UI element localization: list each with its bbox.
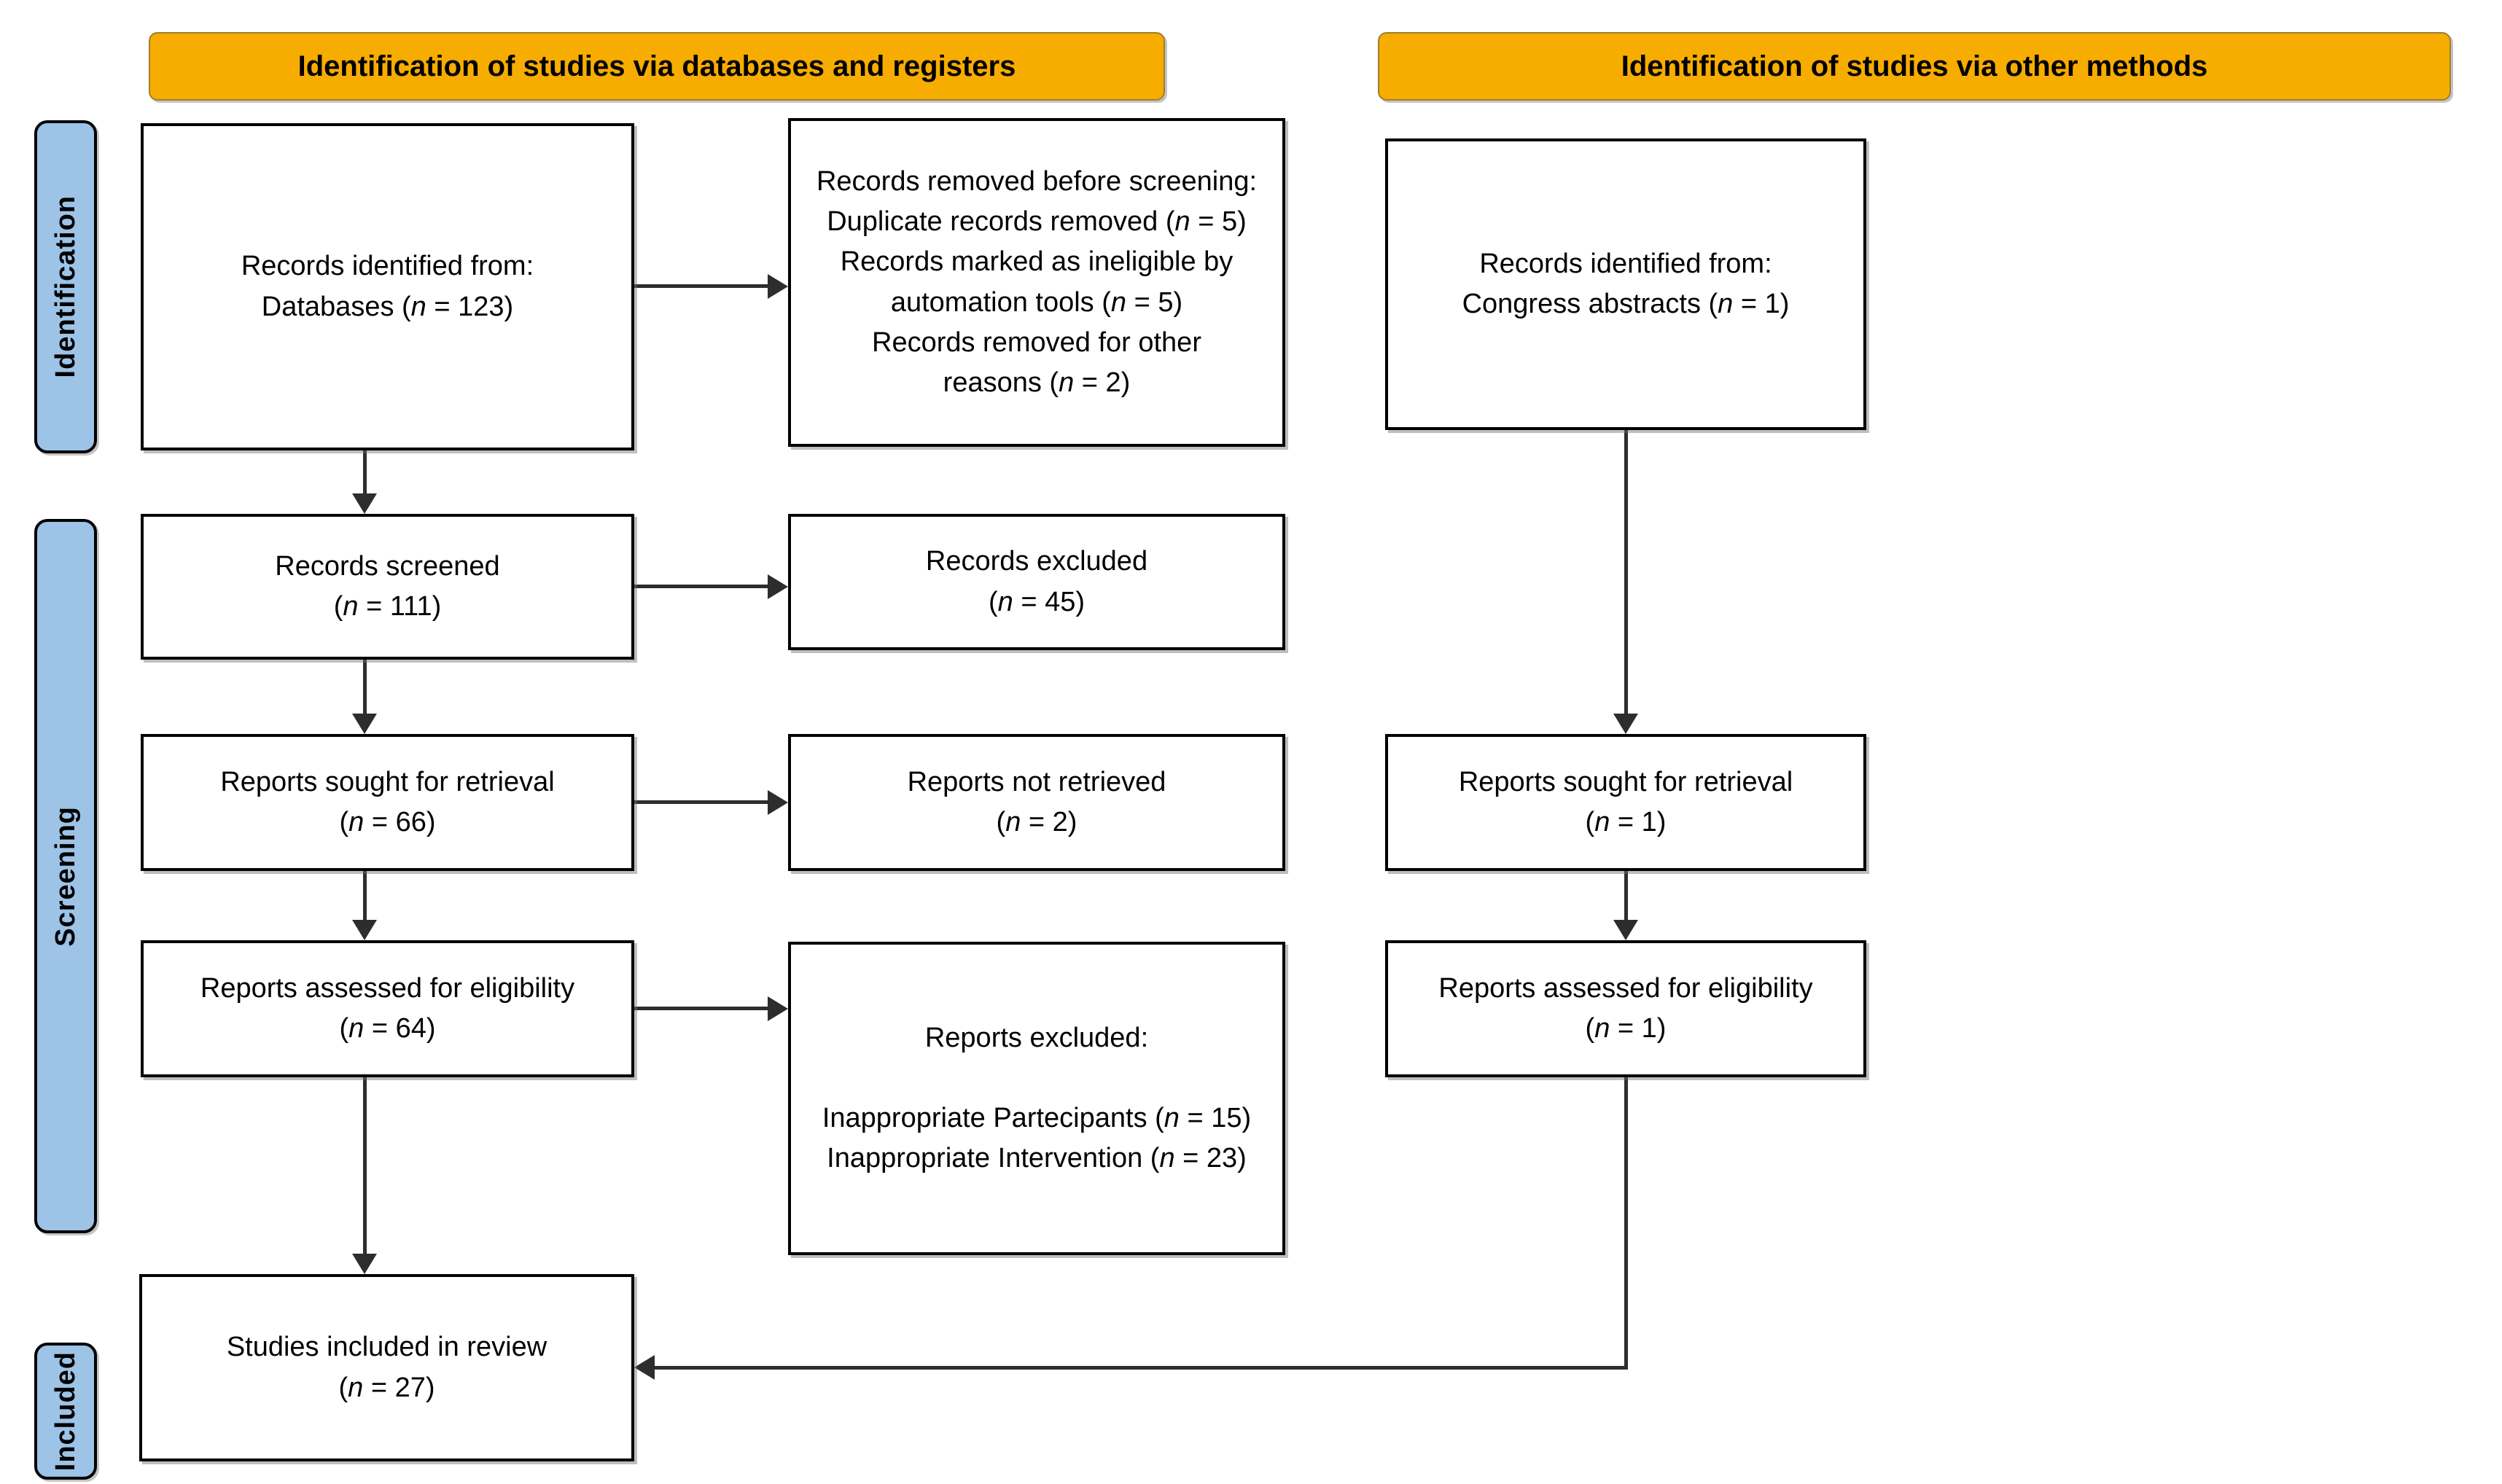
arrow-assessed-to-excluded-line — [634, 1007, 768, 1010]
box-records-excluded: Records excluded(n = 45) — [788, 514, 1285, 650]
arrow-assessed-to-excluded-head — [768, 996, 788, 1021]
box-reports-not-retrieved-text: Reports not retrieved(n = 2) — [907, 766, 1166, 837]
arrow-screened-to-sought-head — [352, 714, 377, 734]
arrow-other-assessed-to-included-hline — [655, 1366, 1628, 1370]
box-studies-included: Studies included in review(n = 27) — [139, 1274, 634, 1461]
box-records-identified-databases: Records identified from:Databases (n = 1… — [141, 123, 634, 450]
arrow-assessed-to-included-line — [363, 1077, 367, 1254]
box-reports-assessed-text: Reports assessed for eligibility(n = 64) — [200, 972, 575, 1044]
sidebar-phase-included-label: Included — [50, 1351, 81, 1472]
box-other-reports-sought-text: Reports sought for retrieval(n = 1) — [1458, 766, 1793, 837]
box-reports-sought-text: Reports sought for retrieval(n = 66) — [220, 766, 555, 837]
arrow-other-assessed-to-included-vline — [1624, 1077, 1628, 1370]
box-records-identified-databases-text: Records identified from:Databases (n = 1… — [241, 251, 534, 322]
arrow-sought-to-assessed-line — [363, 871, 367, 920]
arrow-identified-to-removed-line — [634, 284, 768, 288]
arrow-other-assessed-to-included-head — [634, 1355, 655, 1380]
arrow-sought-to-notretrieved-head — [768, 790, 788, 815]
box-records-screened-text: Records screened(n = 111) — [275, 550, 500, 622]
arrow-screened-to-sought-line — [363, 660, 367, 714]
arrow-identified-to-removed-head — [768, 274, 788, 299]
arrow-screened-to-excluded-line — [634, 585, 768, 588]
box-other-records-identified-text: Records identified from:Congress abstrac… — [1462, 248, 1790, 319]
sidebar-phase-identification: Identification — [34, 120, 97, 453]
arrow-other-identified-to-sought-line — [1624, 430, 1628, 714]
box-reports-sought: Reports sought for retrieval(n = 66) — [141, 734, 634, 871]
box-records-excluded-text: Records excluded(n = 45) — [925, 546, 1148, 617]
box-other-reports-assessed-text: Reports assessed for eligibility(n = 1) — [1438, 972, 1813, 1044]
box-reports-excluded-reasons-text: Reports excluded: Inappropriate Partecip… — [822, 1022, 1252, 1174]
box-other-records-identified: Records identified from:Congress abstrac… — [1385, 138, 1866, 430]
banner-databases-registers: Identification of studies via databases … — [149, 32, 1165, 101]
sidebar-phase-included: Included — [34, 1343, 97, 1480]
arrow-assessed-to-included-head — [352, 1254, 377, 1274]
arrow-screened-to-excluded-head — [768, 574, 788, 599]
box-reports-assessed: Reports assessed for eligibility(n = 64) — [141, 940, 634, 1077]
box-records-screened: Records screened(n = 111) — [141, 514, 634, 660]
sidebar-phase-screening-label: Screening — [50, 805, 81, 947]
box-records-removed: Records removed before screening:Duplica… — [788, 118, 1285, 447]
arrow-sought-to-notretrieved-line — [634, 800, 768, 804]
box-reports-excluded-reasons: Reports excluded: Inappropriate Partecip… — [788, 942, 1285, 1255]
arrow-sought-to-assessed-head — [352, 920, 377, 940]
banner-other-methods: Identification of studies via other meth… — [1378, 32, 2451, 101]
box-reports-not-retrieved: Reports not retrieved(n = 2) — [788, 734, 1285, 871]
arrow-other-sought-to-assessed-head — [1613, 920, 1638, 940]
box-studies-included-text: Studies included in review(n = 27) — [226, 1332, 547, 1403]
sidebar-phase-screening: Screening — [34, 519, 97, 1233]
banner-databases-registers-label: Identification of studies via databases … — [297, 50, 1016, 82]
banner-other-methods-label: Identification of studies via other meth… — [1621, 50, 2208, 82]
sidebar-phase-identification-label: Identification — [50, 195, 81, 378]
arrow-identified-to-screened-line — [363, 450, 367, 493]
arrow-other-sought-to-assessed-line — [1624, 871, 1628, 920]
box-other-reports-assessed: Reports assessed for eligibility(n = 1) — [1385, 940, 1866, 1077]
box-records-removed-text: Records removed before screening:Duplica… — [816, 166, 1258, 398]
arrow-identified-to-screened-head — [352, 493, 377, 514]
box-other-reports-sought: Reports sought for retrieval(n = 1) — [1385, 734, 1866, 871]
arrow-other-identified-to-sought-head — [1613, 714, 1638, 734]
